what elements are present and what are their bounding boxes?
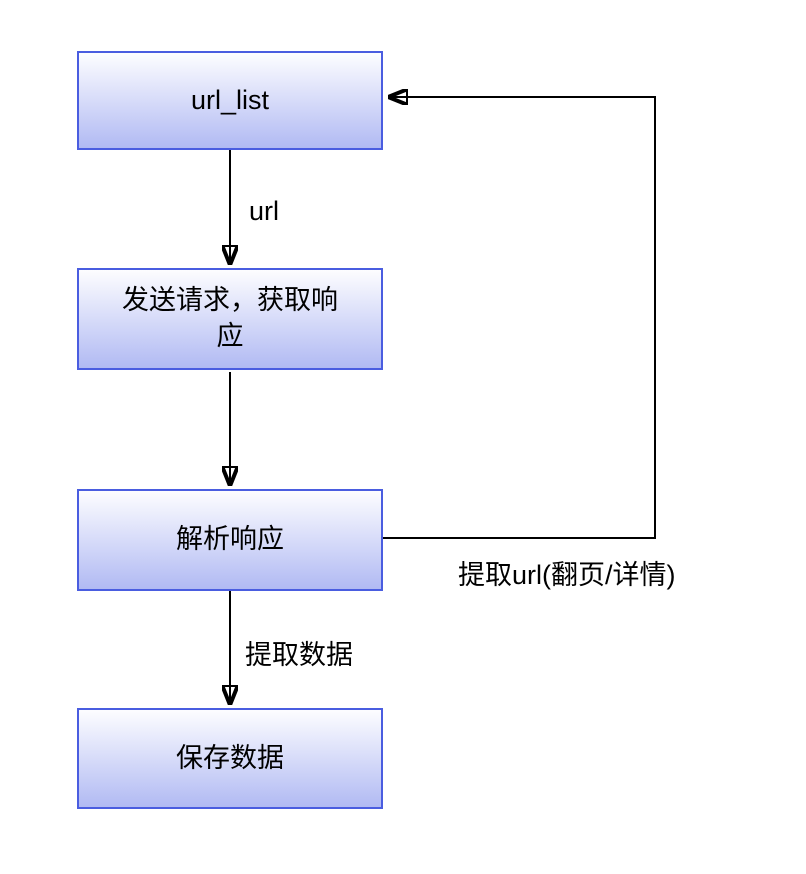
node-parse-response-label: 解析响应	[176, 524, 284, 555]
node-send-request: 发送请求，获取响应	[77, 268, 383, 370]
node-url-list-label: url_list	[190, 84, 270, 115]
edge-label-url: url	[249, 196, 280, 226]
node-save-data: 保存数据	[77, 708, 383, 809]
node-save-data-label: 保存数据	[176, 742, 284, 773]
edge-label-extract-data: 提取数据	[245, 640, 353, 670]
node-send-request-label: 发送请求，获取响应	[121, 285, 338, 351]
edge-label-extract-url: 提取url(翻页/详情)	[458, 560, 676, 590]
node-url-list: url_list	[77, 51, 383, 150]
arrow-parse-response-to-url-list-loop	[383, 97, 656, 539]
node-parse-response: 解析响应	[77, 489, 383, 591]
